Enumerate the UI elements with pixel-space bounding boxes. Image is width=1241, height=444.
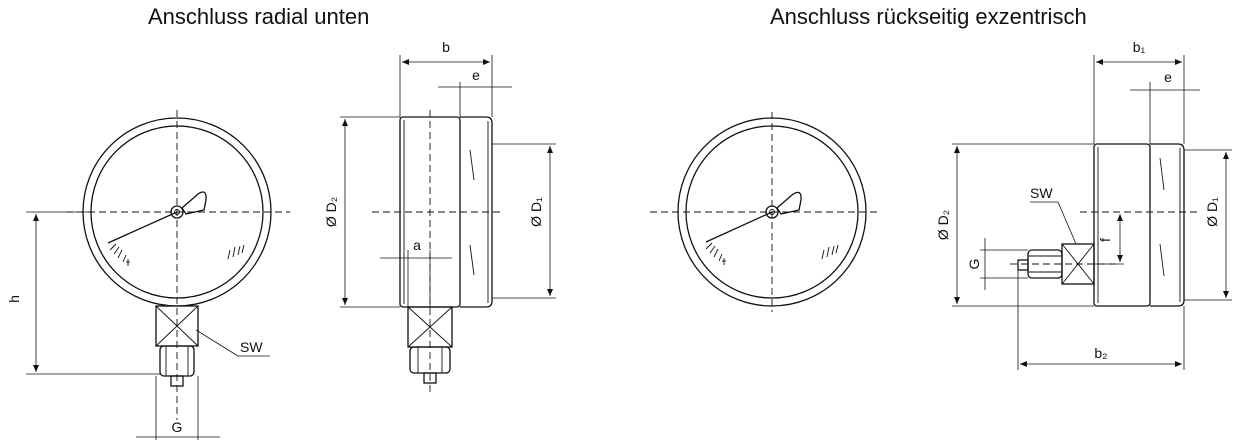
socket-radial: [155, 305, 199, 387]
dim-label-f: f: [1097, 238, 1113, 242]
gauge-front-view-eccentric: [650, 112, 880, 312]
dim-label-d1-eccentric: Ø D₁: [1204, 197, 1220, 227]
gauge-side-view-eccentric: Ø D₂ Ø D₁ b₁ e b₂ f G SW: [935, 39, 1232, 370]
dim-label-e-eccentric: e: [1164, 69, 1172, 85]
gauge-pointer: [107, 191, 207, 244]
gauge-front-view-radial: h G SW: [6, 110, 290, 440]
scale-ticks-eccentric: [705, 242, 839, 265]
dim-label-sw: SW: [240, 339, 263, 355]
dim-label-b1: b₁: [1133, 39, 1146, 55]
dim-label-g-eccentric: G: [966, 259, 982, 270]
dim-label-sw-eccentric: SW: [1030, 185, 1053, 201]
dim-label-h: h: [6, 295, 22, 303]
dim-label-b: b: [442, 39, 450, 55]
dim-label-a: a: [413, 237, 421, 253]
dim-label-d2-eccentric: Ø D₂: [935, 210, 951, 240]
title-back-eccentric-connection: Anschluss rückseitig exzentrisch: [770, 4, 1087, 29]
socket-side: [407, 306, 453, 384]
dim-label-g: G: [172, 419, 183, 435]
gauge-side-view-radial: Ø D₂ Ø D₁ b e a: [323, 39, 556, 395]
title-radial-connection: Anschluss radial unten: [148, 4, 370, 29]
scale-ticks: [109, 243, 245, 266]
dim-label-b2: b₂: [1094, 345, 1107, 361]
dim-label-e: e: [472, 67, 480, 83]
dim-label-d1-radial: Ø D₁: [528, 197, 544, 227]
dim-label-d2-radial: Ø D₂: [323, 197, 339, 227]
gauge-pointer-eccentric: [705, 191, 802, 243]
